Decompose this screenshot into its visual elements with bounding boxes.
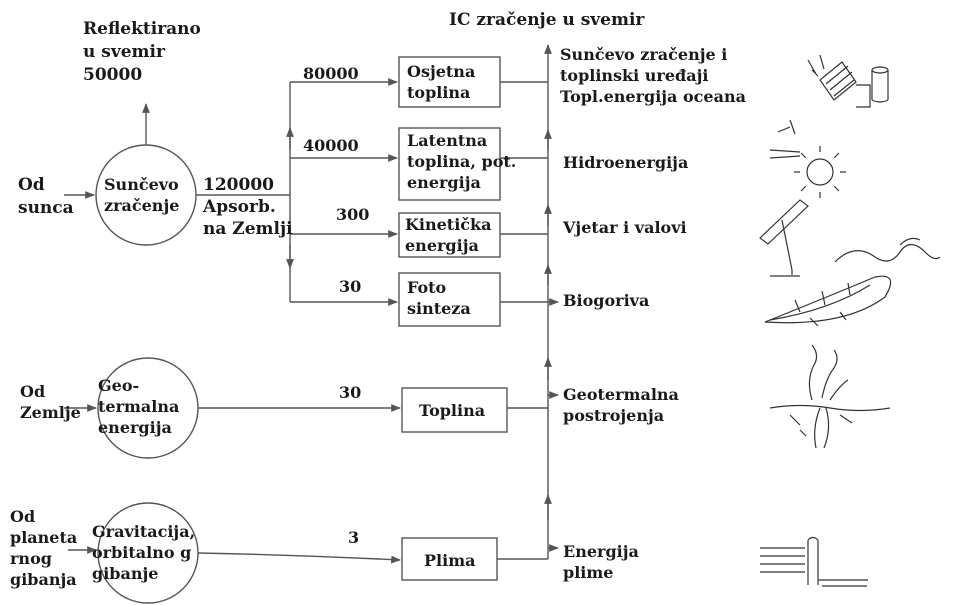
source-earth-label: Od Zemlje — [20, 382, 81, 422]
ir-to-space-label: IC zračenje u svemir — [449, 10, 645, 30]
output-tide-label: Energija plime — [563, 542, 639, 582]
reflected-label: Reflektirano u svemir 50000 — [83, 19, 201, 85]
output-geo-label: Geotermalna postrojenja — [563, 385, 679, 425]
value-kinetic: 300 — [336, 205, 370, 224]
output-wind-label: Vjetar i valovi — [563, 218, 687, 237]
geothermal-steam-icon — [769, 344, 891, 449]
box-latent — [398, 127, 501, 201]
value-latent: 40000 — [303, 136, 359, 155]
output-solar-label: Sunčevo zračenje i toplinski uređaji Top… — [560, 45, 746, 106]
geothermal-circle-label: Geo- termalna energija — [98, 376, 180, 437]
output-hydro-label: Hidroenergija — [563, 153, 689, 172]
box-photo-label: Foto sinteza — [407, 278, 471, 318]
water-wheel-icon — [769, 119, 846, 198]
output-bio-label: Biogoriva — [563, 291, 650, 310]
value-photo: 30 — [339, 277, 362, 296]
gravity-circle-label: Gravitacija, orbitalno g gibanje — [92, 522, 196, 583]
value-geo: 30 — [339, 383, 362, 402]
branch-tide — [197, 552, 401, 564]
box-heat — [401, 387, 508, 433]
source-sun-label: Od sunca — [18, 175, 74, 218]
solar-circle-label: Sunčevo zračenje — [104, 175, 180, 215]
source-planet-label: Od planeta rnog gibanja — [10, 507, 78, 589]
tidal-wall-icon — [760, 536, 868, 587]
box-photo — [398, 272, 501, 327]
absorbed-label: 120000 Apsorb. na Zemlji — [203, 175, 293, 239]
value-tide: 3 — [348, 528, 360, 547]
box-heat-label: Toplina — [419, 401, 486, 420]
box-kinetic-label: Kinetička energija — [405, 215, 492, 255]
box-latent-label: Latentna toplina, pot. energija — [407, 131, 517, 192]
solar-collector-icon — [807, 54, 889, 108]
box-tide-label: Plima — [424, 551, 476, 570]
box-kinetic — [398, 212, 501, 258]
wind-turbine-and-waves-icon — [759, 199, 941, 277]
leaf-icon — [764, 275, 892, 327]
box-sensible-label: Osjetna toplina — [407, 62, 476, 102]
value-sensible: 80000 — [303, 64, 359, 83]
